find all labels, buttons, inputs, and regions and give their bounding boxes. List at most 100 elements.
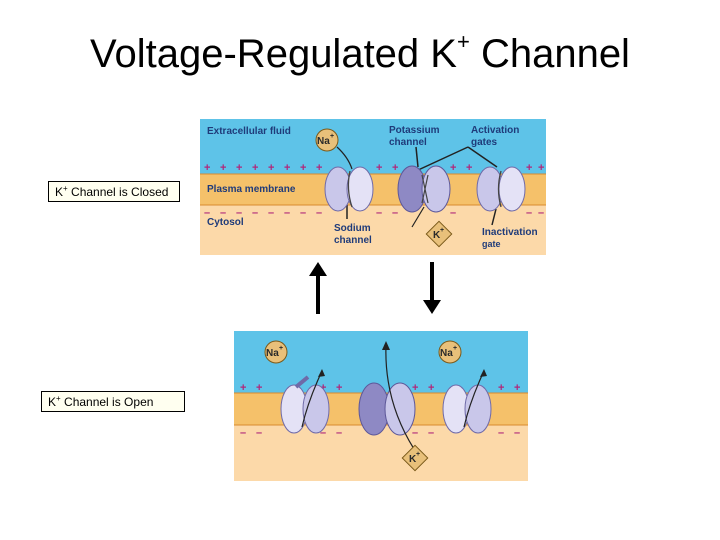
svg-text:–: – (316, 207, 322, 219)
svg-text:–: – (220, 207, 226, 219)
k-ion-open-plus: + (416, 451, 420, 458)
arrow-up (309, 262, 327, 319)
closed-label-sup: + (63, 184, 68, 193)
open-label-sup: + (56, 394, 61, 403)
na-ion-right-text: Na (440, 348, 453, 359)
svg-text:+: + (526, 162, 532, 174)
label-cytosol: Cytosol (207, 217, 244, 228)
label-sodium: Sodium (334, 223, 371, 234)
open-label: K+ Channel is Open (41, 391, 185, 412)
label-activation: Activation (471, 125, 519, 136)
svg-text:+: + (252, 162, 258, 174)
svg-text:+: + (514, 382, 520, 394)
arrow-down (423, 262, 441, 319)
svg-text:+: + (256, 382, 262, 394)
svg-text:+: + (220, 162, 226, 174)
sodium-channel-right-icon (476, 166, 526, 212)
svg-text:–: – (300, 207, 306, 219)
svg-text:–: – (240, 427, 246, 439)
cytosol-region-open (234, 425, 528, 481)
svg-text:–: – (526, 207, 532, 219)
svg-text:–: – (450, 207, 456, 219)
svg-text:+: + (412, 382, 418, 394)
svg-text:+: + (204, 162, 210, 174)
svg-text:–: – (412, 427, 418, 439)
na-ion-left-text: Na (266, 348, 279, 359)
label-sodium-channel: channel (334, 235, 372, 246)
open-label-k: K (48, 395, 57, 409)
sodium-channel-right-open-icon (442, 369, 492, 434)
title-end: Channel (469, 32, 630, 76)
svg-text:–: – (428, 427, 434, 439)
na-ion-badge-left: Na + (264, 340, 288, 364)
positive-charges: ++++ ++++ ++++ ++ (204, 162, 544, 174)
svg-text:–: – (236, 207, 242, 219)
na-ion-right-plus: + (453, 345, 457, 352)
k-ion-text: K (433, 230, 441, 241)
svg-text:+: + (284, 162, 290, 174)
svg-text:–: – (498, 427, 504, 439)
closed-label-text: Channel is Closed (67, 185, 169, 199)
open-channel-diagram: ++++ +++ ++ –––– ––– –– Na + Na + (234, 331, 528, 481)
k-ion-plus: + (440, 227, 444, 234)
closed-label-k: K (55, 185, 64, 199)
title-superscript: + (456, 28, 470, 54)
label-activation-gates: gates (471, 137, 498, 148)
cytosol-region (200, 205, 546, 255)
svg-text:–: – (204, 207, 210, 219)
svg-text:+: + (336, 382, 342, 394)
closed-channel-diagram: ++++ ++++ ++++ ++ –––– –––– ––– –– Extra… (200, 119, 546, 255)
svg-text:–: – (514, 427, 520, 439)
closed-channel-panel: ++++ ++++ ++++ ++ –––– –––– ––– –– Extra… (200, 119, 546, 255)
na-arrow (336, 146, 353, 170)
svg-text:+: + (428, 382, 434, 394)
na-ion-badge-right: Na + (438, 340, 462, 364)
svg-text:+: + (376, 162, 382, 174)
na-ion-left-plus: + (279, 345, 283, 352)
leader-lines (346, 146, 498, 226)
k-ion-badge: K + (425, 220, 453, 248)
label-plasma-membrane: Plasma membrane (207, 184, 296, 195)
k-ion-badge-open: K + (401, 444, 429, 472)
svg-text:–: – (538, 207, 544, 219)
negative-charges: –––– –––– ––– –– (204, 207, 544, 219)
sodium-channel-icon (324, 166, 374, 212)
title-main: Voltage-Regulated K (90, 32, 457, 76)
up-arrow-icon (309, 262, 327, 314)
label-potassium-channel: channel (389, 137, 427, 148)
svg-text:–: – (268, 207, 274, 219)
svg-text:+: + (300, 162, 306, 174)
svg-text:+: + (466, 162, 472, 174)
closed-label: K+ Channel is Closed (48, 181, 180, 202)
svg-text:+: + (320, 382, 326, 394)
label-extracellular-fluid: Extracellular fluid (207, 126, 291, 137)
svg-text:+: + (498, 382, 504, 394)
svg-text:+: + (240, 382, 246, 394)
svg-text:–: – (376, 207, 382, 219)
svg-text:+: + (236, 162, 242, 174)
na-ion-plus: + (330, 133, 334, 140)
k-ion-open-text: K (409, 454, 417, 465)
label-inactivation: Inactivation (482, 227, 538, 238)
label-inactivation-gate: gate (482, 239, 501, 249)
label-potassium: Potassium (389, 125, 440, 136)
potassium-channel-open-icon (358, 341, 416, 450)
open-label-text: Channel is Open (60, 395, 154, 409)
svg-text:+: + (316, 162, 322, 174)
svg-text:–: – (284, 207, 290, 219)
sodium-channel-left-open-icon (280, 369, 330, 434)
extracellular-region (200, 119, 546, 174)
svg-text:+: + (268, 162, 274, 174)
svg-text:–: – (320, 427, 326, 439)
na-ion-text: Na (317, 136, 330, 147)
svg-text:–: – (252, 207, 258, 219)
svg-text:+: + (450, 162, 456, 174)
svg-text:–: – (392, 207, 398, 219)
svg-text:–: – (256, 427, 262, 439)
na-ion-badge: Na + (315, 128, 339, 152)
down-arrow-icon (423, 262, 441, 314)
svg-text:+: + (392, 162, 398, 174)
slide-title: Voltage-Regulated K+ Channel (0, 28, 720, 77)
potassium-channel-icon (397, 165, 451, 228)
svg-text:–: – (336, 427, 342, 439)
